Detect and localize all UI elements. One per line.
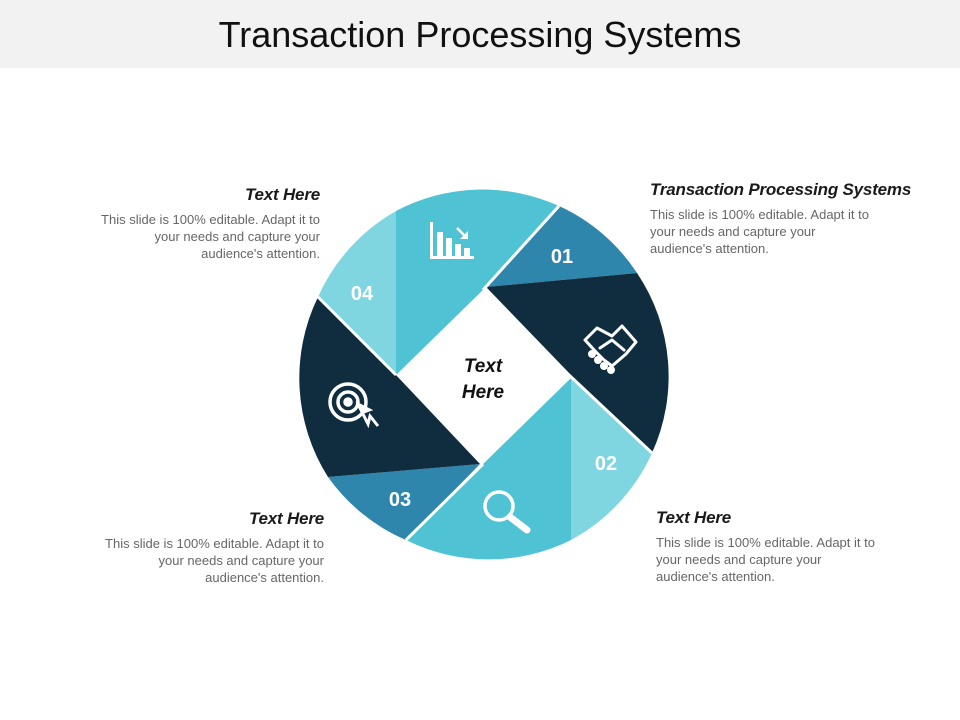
segment-number-02: 02	[595, 453, 617, 475]
segment-02-light	[406, 378, 571, 560]
info-block-04-title: Text Here	[244, 185, 320, 204]
segment-02-pale	[571, 378, 652, 540]
segment-01-dark	[486, 273, 669, 453]
info-block-04: Text Here This slide is 100% editable. A…	[30, 185, 320, 262]
segment-separators	[316, 204, 654, 542]
segment-03-dark	[299, 297, 480, 477]
info-block-03-title: Text Here	[248, 509, 324, 528]
target-icon	[328, 382, 380, 429]
center-diamond	[396, 287, 571, 464]
info-block-02-text: This slide is 100% editable. Adapt it to…	[656, 535, 875, 584]
segment-03-mid	[328, 464, 480, 540]
page-title: Transaction Processing Systems	[218, 14, 742, 55]
info-block-02-title: Text Here	[656, 508, 732, 527]
info-block-02: Text Here This slide is 100% editable. A…	[656, 508, 946, 585]
segment-number-03: 03	[389, 489, 411, 511]
info-block-01-title: Transaction Processing Systems	[650, 180, 912, 199]
center-label-line2: Here	[462, 382, 505, 403]
segment-04-light	[396, 189, 559, 375]
info-block-03-text: This slide is 100% editable. Adapt it to…	[105, 536, 324, 585]
magnifier-icon	[483, 490, 531, 534]
segment-04-pale	[318, 211, 396, 375]
info-block-04-text: This slide is 100% editable. Adapt it to…	[101, 212, 320, 261]
segment-number-01: 01	[551, 246, 573, 268]
info-block-03: Text Here This slide is 100% editable. A…	[34, 509, 324, 586]
info-block-01-text: This slide is 100% editable. Adapt it to…	[650, 207, 869, 256]
title-bar	[0, 0, 960, 68]
info-block-01: Transaction Processing Systems This slid…	[650, 180, 940, 257]
bar-chart-down-icon	[430, 222, 474, 259]
segment-01-mid	[486, 206, 637, 287]
segment-number-04: 04	[351, 283, 374, 305]
handshake-icon	[583, 324, 638, 374]
center-label-line1: Text	[464, 356, 503, 377]
